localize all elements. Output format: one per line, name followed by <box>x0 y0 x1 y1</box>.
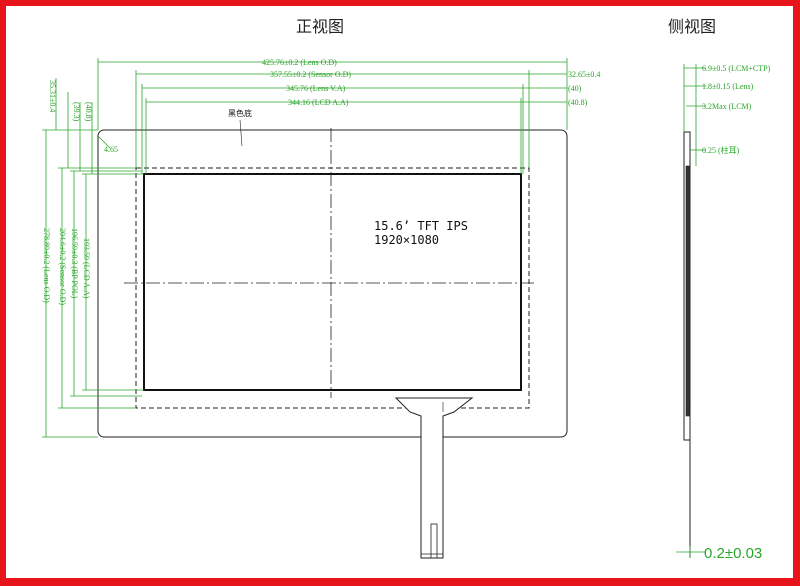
dim-bp-pol-height: 196.59±0.3 (BP POL) <box>70 228 79 299</box>
technical-drawing: 正视图 侧视图 15.6’ TFT IPS 1920×1080 黑色底 425.… <box>42 17 771 562</box>
side-dim-lens: 1.8±0.15 (Lens) <box>702 82 754 91</box>
dim-right-offset-3: (40.8) <box>568 98 588 107</box>
front-view-title: 正视图 <box>296 17 344 36</box>
dim-sensor-height: 204.6±0.2 (Sensor O.D) <box>58 228 67 305</box>
panel-resolution-label: 1920×1080 <box>374 233 439 247</box>
panel-type-label: 15.6’ TFT IPS <box>374 219 468 233</box>
dim-sensor-width: 357.55±0.2 (Sensor O.D) <box>270 70 351 79</box>
dim-offset-40-8: (40.8) <box>84 102 93 122</box>
dim-top-offset: 35.31±0.4 <box>48 80 57 112</box>
sensor-outline <box>135 167 530 409</box>
dim-right-offset-1: 32.65±0.4 <box>568 70 600 79</box>
left-dimensions <box>42 78 144 438</box>
side-dim-lcm: 3.2Max (LCM) <box>702 102 752 111</box>
dim-lens-height: 278.89±0.2 (Lens O.D) <box>42 228 51 303</box>
side-dim-lcm-ctp: 6.9±0.5 (LCM+CTP) <box>702 64 771 73</box>
dim-lcd-aa-width: 344.16 (LCD A.A) <box>288 98 349 107</box>
fpc-slot <box>430 523 438 559</box>
dim-lens-width: 425.76±0.2 (Lens O.D) <box>262 58 337 67</box>
black-base-note: 黑色底 <box>228 108 252 118</box>
side-view-title: 侧视图 <box>668 17 716 36</box>
active-area <box>143 173 522 391</box>
side-dim-fpc-thickness: 0.2±0.03 <box>704 545 762 562</box>
side-dim-bracket: 0.25 (柱耳) <box>702 145 740 155</box>
dim-lens-va-width: 345.76 (Lens V.A) <box>286 84 346 93</box>
dim-lcd-aa-height: 193.59 (LCD A.A) <box>82 238 91 299</box>
fpc-tail <box>394 397 474 559</box>
dim-right-offset-2: (40) <box>568 84 582 93</box>
dim-corner-offset: 4.65 <box>104 145 118 154</box>
side-dimensions <box>676 64 706 558</box>
drawing-sheet: 正视图 侧视图 15.6’ TFT IPS 1920×1080 黑色底 425.… <box>6 6 793 578</box>
lens-outline <box>97 129 568 438</box>
black-base-leader <box>239 119 243 147</box>
top-dimensions <box>97 58 568 174</box>
dim-offset-39-3: (39.3) <box>72 102 81 122</box>
side-lcm-body <box>685 165 691 417</box>
